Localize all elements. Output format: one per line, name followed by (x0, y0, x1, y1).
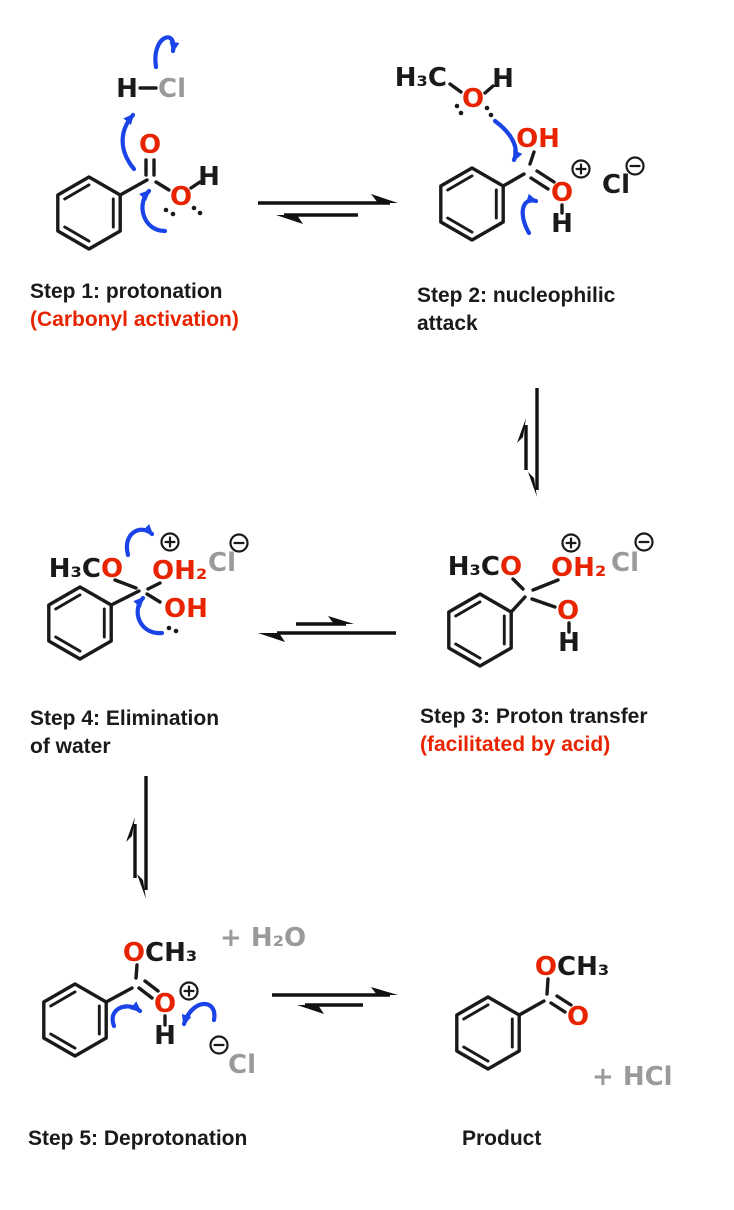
structure-step4-intermediate: H₃C O OH₂ Cl OH (47, 524, 249, 661)
minus-charge-icon (625, 156, 645, 176)
hydroxyl-h-label: H (198, 162, 220, 192)
step4-oh-label: OH (164, 594, 208, 624)
product-o-label: O (567, 1002, 589, 1032)
structure-step5-intermediate: + H₂O O CH₃ O H Cl (42, 923, 306, 1080)
water-byproduct-label: + H₂O (220, 923, 306, 953)
structure-methanol: H₃C O H (395, 63, 514, 118)
step2-caption: Step 2: nucleophilic attack (417, 282, 615, 338)
step4-caption-line1: Step 4: Elimination (30, 707, 220, 730)
benzene-ring (56, 175, 122, 251)
step3-h-label: H (558, 628, 580, 658)
step2-chloride-label: Cl (602, 170, 630, 200)
step4-h3c-label: H₃C (49, 554, 101, 584)
curved-arrow-oh-lonepair (133, 595, 165, 636)
step1-caption-line2: (Carbonyl activation) (30, 308, 239, 331)
step3-omethyl-label: O (500, 552, 522, 582)
equilibrium-arrow-bottom (272, 987, 398, 1014)
methanol-o-label: O (462, 84, 484, 114)
step1-caption: Step 1: protonation (Carbonyl activation… (30, 278, 239, 334)
step4-chloride-label: Cl (208, 548, 236, 578)
plus-charge-icon (571, 159, 591, 179)
step2-caption-line1: Step 2: nucleophilic (417, 284, 616, 307)
step5-o-label: O (154, 989, 176, 1019)
hcl-molecule: H Cl (116, 74, 186, 104)
step2-h-label: H (551, 209, 573, 239)
product-ch3-label: CH₃ (557, 952, 609, 982)
step5-caption: Step 5: Deprotonation (28, 1125, 247, 1153)
carbonyl-o-label: O (139, 130, 161, 160)
benzene-ring (439, 166, 505, 242)
step2-oh-label: OH (516, 124, 560, 154)
step5-caption-line1: Step 5: Deprotonation (28, 1127, 248, 1150)
curved-arrow-chloride-to-h (181, 1001, 217, 1027)
product-caption-line1: Product (462, 1127, 542, 1150)
step5-chloride-label: Cl (228, 1050, 256, 1080)
minus-charge-icon (229, 533, 249, 553)
curved-arrow-methanol-attack (492, 118, 523, 163)
step4-caption-line2: of water (30, 735, 111, 758)
step3-caption: Step 3: Proton transfer (facilitated by … (420, 703, 648, 759)
plus-charge-icon (561, 533, 581, 553)
product-caption: Product (462, 1125, 541, 1153)
step2-caption-line2: attack (417, 312, 478, 335)
ring-carbonyl-bond (118, 178, 149, 197)
curved-arrow-hcl-loop (153, 35, 180, 70)
step3-caption-line1: Step 3: Proton transfer (420, 705, 648, 728)
minus-charge-icon (209, 1035, 229, 1055)
equilibrium-arrow-top (258, 194, 398, 224)
step4-caption: Step 4: Elimination of water (30, 705, 219, 761)
step5-h-label: H (154, 1021, 176, 1051)
product-omethyl-label: O (535, 952, 557, 982)
benzene-ring (42, 982, 108, 1058)
structure-step2-intermediate: OH O H Cl (439, 124, 645, 242)
methanol-ch3-label: H₃C (395, 63, 447, 93)
minus-charge-icon (634, 532, 654, 552)
hcl-h-label: H (116, 74, 138, 104)
step3-h3c-label: H₃C (448, 552, 500, 582)
plus-charge-icon (160, 532, 180, 552)
curved-arrow-oh-loop-step2 (520, 193, 539, 236)
plus-charge-icon (179, 981, 199, 1001)
equilibrium-arrow-right (517, 388, 539, 497)
equilibrium-arrow-middle (258, 616, 396, 642)
hcl-byproduct-label: + HCl (592, 1062, 673, 1092)
step3-o-label: O (557, 596, 579, 626)
step5-ch3-label: CH₃ (145, 938, 197, 968)
step3-oh2-label: OH₂ (551, 553, 606, 583)
curved-arrow-carbonyl-to-hcl (120, 112, 137, 172)
hydroxyl-o-label: O (170, 182, 192, 212)
step5-omethyl-label: O (123, 938, 145, 968)
step4-omethyl-label: O (101, 554, 123, 584)
equilibrium-arrow-left (126, 776, 148, 899)
benzene-ring (47, 585, 113, 661)
step3-chloride-label: Cl (611, 548, 639, 578)
benzene-ring (447, 592, 513, 668)
benzene-ring (455, 995, 521, 1071)
structure-benzoic-acid: O O H (56, 130, 220, 251)
curved-arrow-lonepair-to-carbonyl (139, 188, 168, 234)
step2-o-label: O (551, 178, 573, 208)
hcl-cl-label: Cl (158, 74, 186, 104)
curved-arrow-proton-departure (124, 524, 155, 558)
step1-caption-line1: Step 1: protonation (30, 280, 223, 303)
step4-oh2-label: OH₂ (152, 556, 207, 586)
methanol-h-label: H (492, 64, 514, 94)
step3-caption-line2: (facilitated by acid) (420, 733, 611, 756)
structure-step3-intermediate: H₃C O OH₂ Cl O H (447, 532, 654, 668)
curved-arrow-oh-bond-step5 (110, 1001, 143, 1029)
structure-product-methyl-benzoate: O CH₃ O + HCl (455, 952, 673, 1092)
